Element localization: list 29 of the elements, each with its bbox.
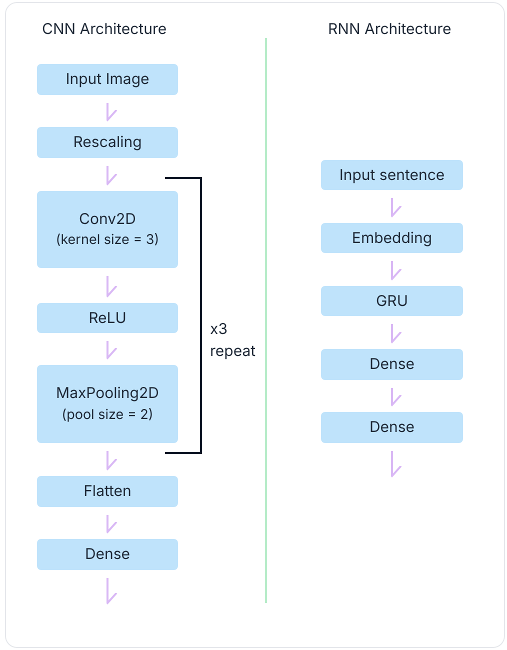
process-box (321, 223, 463, 253)
node-label: Dense (84, 545, 130, 564)
process-box (37, 539, 178, 570)
process-box (37, 303, 178, 333)
process-box (37, 476, 178, 507)
node-label: MaxPooling2D (56, 384, 159, 403)
process-box (321, 286, 463, 316)
process-box (321, 412, 463, 443)
process-box (37, 64, 178, 95)
repeat-label: x3 repeat (210, 318, 257, 362)
column-title: CNN Architecture (42, 18, 167, 40)
node-label: Conv2D (79, 210, 136, 228)
node-label: Embedding (352, 228, 432, 248)
process-box (37, 191, 178, 268)
process-box (321, 349, 463, 380)
node-sublabel: (pool size = 2) (62, 406, 154, 424)
node-label: Dense (369, 418, 415, 437)
node-sublabel: (kernel size = 3) (56, 232, 160, 250)
process-box (37, 365, 178, 443)
node-label: GRU (376, 292, 408, 310)
process-box (37, 127, 178, 158)
process-box (321, 160, 463, 190)
node-label: Input sentence (339, 166, 445, 184)
node-label: Dense (369, 355, 415, 374)
column-title: RNN Architecture (328, 18, 452, 40)
node-label: Input Image (66, 70, 150, 89)
node-label: ReLU (88, 308, 126, 328)
node-label: Flatten (84, 482, 132, 501)
node-label: Rescaling (73, 133, 142, 152)
